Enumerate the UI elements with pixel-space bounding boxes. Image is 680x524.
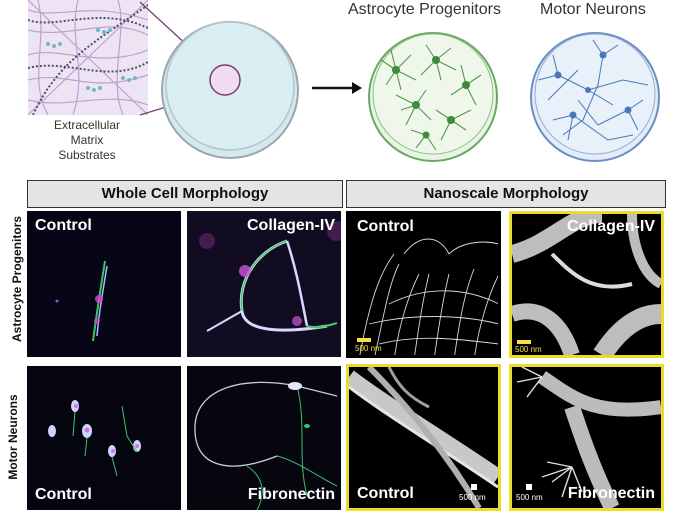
astro-nano-collagen-image	[512, 214, 661, 355]
panel-motor-nano-fibronectin: Fibronectin 500 nm	[509, 364, 664, 511]
nanoscale-morphology-header: Nanoscale Morphology	[346, 180, 666, 208]
panel-motor-fibronectin: Fibronectin	[187, 366, 341, 510]
petri-dish-graphic	[139, 1, 362, 159]
row-label-motor-neurons: Motor Neurons	[6, 394, 20, 480]
panel-label: Control	[35, 486, 92, 503]
panel-astro-nano-control: Control 500 nm	[346, 211, 501, 358]
ecm-fibers-graphic	[28, 0, 148, 115]
motor-nano-fibronectin-image	[516, 367, 661, 508]
scale-bar-label: 500 nm	[459, 493, 486, 502]
panel-label: Fibronectin	[567, 485, 655, 502]
astro-nano-control-image	[359, 238, 498, 355]
panel-motor-nano-control: Control 500 nm	[346, 364, 501, 511]
ecm-label-line: Extracellular	[53, 118, 121, 132]
astrocyte-progenitors-title: Astrocyte Progenitors	[348, 1, 501, 18]
motor-fibronectin-image	[194, 381, 338, 510]
motor-nano-control-image	[349, 367, 498, 508]
panel-astro-nano-collagen: Collagen-IV 500 nm	[509, 211, 664, 358]
panel-label: Fibronectin	[247, 486, 335, 503]
scale-bar-label: 500 nm	[515, 345, 542, 354]
scale-bar	[526, 484, 532, 490]
panel-label: Collagen-IV	[566, 218, 655, 235]
panel-astro-collagen: Collagen-IV	[187, 211, 341, 357]
whole-cell-morphology-header: Whole Cell Morphology	[27, 180, 343, 208]
panel-label: Collagen-IV	[246, 217, 335, 234]
astro-control-image	[55, 260, 108, 342]
panel-label: Control	[357, 218, 414, 235]
row-label-astrocyte-progenitors: Astrocyte Progenitors	[10, 215, 24, 343]
panel-astro-control: Control	[27, 211, 181, 357]
panel-label: Control	[357, 485, 414, 502]
motor-neurons-title: Motor Neurons	[540, 1, 646, 18]
scale-bar-label: 500 nm	[355, 344, 382, 353]
scale-bar	[471, 484, 477, 490]
ecm-label-line: Matrix	[70, 133, 104, 147]
astro-collagen-image	[199, 221, 341, 332]
scale-bar	[357, 338, 371, 342]
motor-neuron-dish-graphic	[530, 32, 660, 162]
panel-motor-control: Control	[27, 366, 181, 510]
ecm-label-line: Substrates	[58, 148, 116, 162]
scale-bar-label: 500 nm	[516, 493, 543, 502]
astrocyte-dish-graphic	[368, 32, 498, 162]
ecm-label: Extracellular Matrix Substrates	[28, 118, 146, 163]
motor-control-image	[48, 400, 141, 477]
ecm-substrate-illustration	[28, 0, 148, 115]
panel-label: Control	[35, 217, 92, 234]
scale-bar	[517, 340, 531, 344]
